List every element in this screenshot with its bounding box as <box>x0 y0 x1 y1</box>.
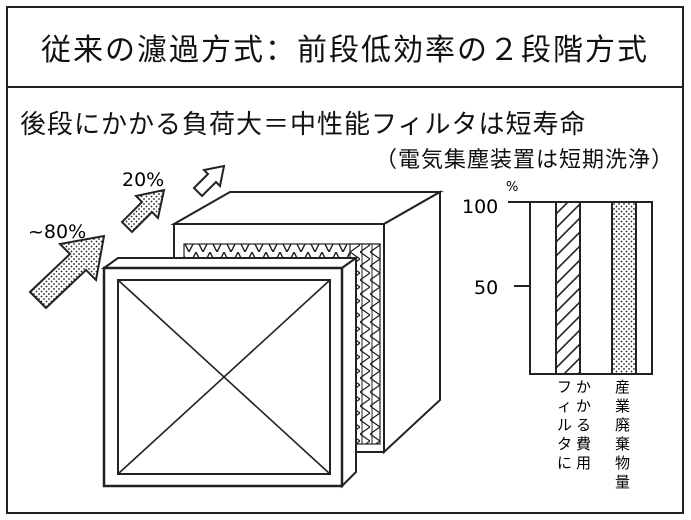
outlet-arrow-icon <box>192 164 226 198</box>
svg-text:タ: タ <box>557 435 572 453</box>
inlet-arrow-icon <box>28 234 106 310</box>
svg-text:に: に <box>557 454 572 472</box>
svg-text:費: 費 <box>576 435 591 453</box>
svg-text:棄: 棄 <box>615 435 630 453</box>
svg-text:る: る <box>576 416 591 434</box>
y-tick-50: 50 <box>474 277 498 299</box>
label-filter-cost: フ ィ ル タ に か か る 費 用 <box>557 378 591 472</box>
svg-text:フ: フ <box>557 378 572 396</box>
middle-percent-label: 20% <box>122 169 164 191</box>
middle-arrow-icon <box>120 188 166 234</box>
title-bar: 従来の濾過方式：前段低効率の２段階方式 <box>8 8 682 88</box>
bar-industrial-waste <box>611 201 637 375</box>
svg-text:物: 物 <box>615 454 630 472</box>
label-industrial-waste: 産 業 廃 棄 物 量 <box>615 378 630 491</box>
svg-text:ィ: ィ <box>557 397 572 415</box>
svg-text:量: 量 <box>615 473 630 491</box>
inlet-percent-label: ~80% <box>28 221 86 243</box>
y-tick-100: 100 <box>462 196 498 218</box>
subtitle: 後段にかかる負荷大＝中性能フィルタは短寿命 <box>20 110 587 140</box>
svg-text:か: か <box>576 397 591 415</box>
comparison-chart: % 100 50 フ ィ ル タ に か か る 費 用 産 業 <box>462 180 653 491</box>
pre-filter-panel <box>100 256 360 489</box>
subnote: （電気集塵装置は短期洗浄） <box>374 148 674 173</box>
svg-text:廃: 廃 <box>615 416 630 434</box>
page-title: 従来の濾過方式：前段低効率の２段階方式 <box>41 33 649 68</box>
svg-text:産: 産 <box>615 378 630 396</box>
svg-text:用: 用 <box>576 454 591 472</box>
svg-text:業: 業 <box>615 397 630 415</box>
svg-text:ル: ル <box>557 416 572 434</box>
svg-text:か: か <box>576 378 591 396</box>
bar-filter-cost <box>555 201 581 375</box>
chart-unit: % <box>506 180 518 195</box>
